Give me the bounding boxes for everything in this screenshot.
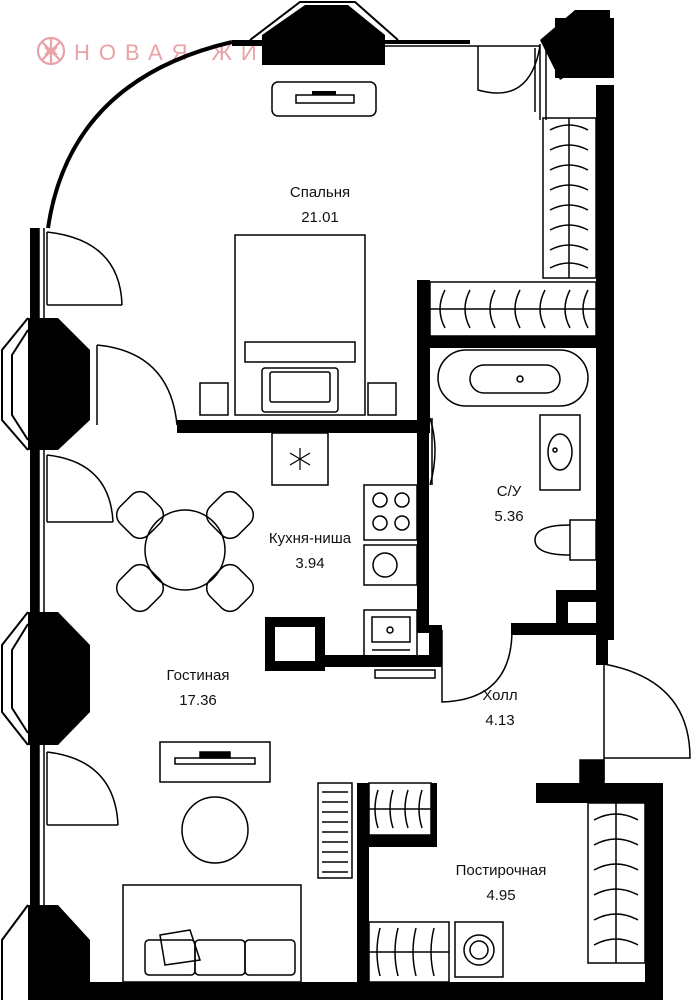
curved-wall (46, 40, 233, 229)
top-window-bay (232, 0, 470, 117)
snowflake-icon (289, 448, 311, 470)
bed (199, 234, 397, 416)
room-name-bathroom: С/У (497, 483, 522, 500)
wardrobes (317, 117, 646, 983)
room-name-bedroom: Спальня (290, 184, 350, 201)
room-area-living: 17.36 (179, 692, 217, 709)
flower-logo-icon (36, 36, 66, 66)
room-name-laundry: Постирочная (456, 862, 547, 879)
room-area-bathroom: 5.36 (494, 508, 523, 525)
window-bay (1, 611, 90, 746)
room-area-kitchen: 3.94 (295, 555, 324, 572)
washing-machine (454, 921, 504, 978)
room-labels: Спальня 21.01 Кухня-ниша 3.94 С/У 5.36 Г… (167, 184, 547, 904)
room-area-laundry: 4.95 (486, 887, 515, 904)
room-area-hall: 4.13 (485, 712, 514, 729)
room-name-living: Гостиная (167, 667, 230, 684)
room-name-hall: Холл (482, 687, 517, 704)
bathroom-fixtures (437, 349, 597, 561)
sofa (122, 884, 302, 983)
window-bay (1, 904, 90, 1000)
dining-set (115, 490, 255, 613)
room-area-bedroom: 21.01 (301, 209, 339, 226)
walls (30, 18, 663, 1000)
tv-unit (159, 741, 271, 864)
doors (46, 45, 691, 826)
window-bays (1, 228, 90, 1000)
corner-window (539, 10, 610, 120)
window-bay (1, 317, 90, 451)
room-name-kitchen: Кухня-ниша (269, 530, 352, 547)
kitchen (271, 432, 436, 679)
